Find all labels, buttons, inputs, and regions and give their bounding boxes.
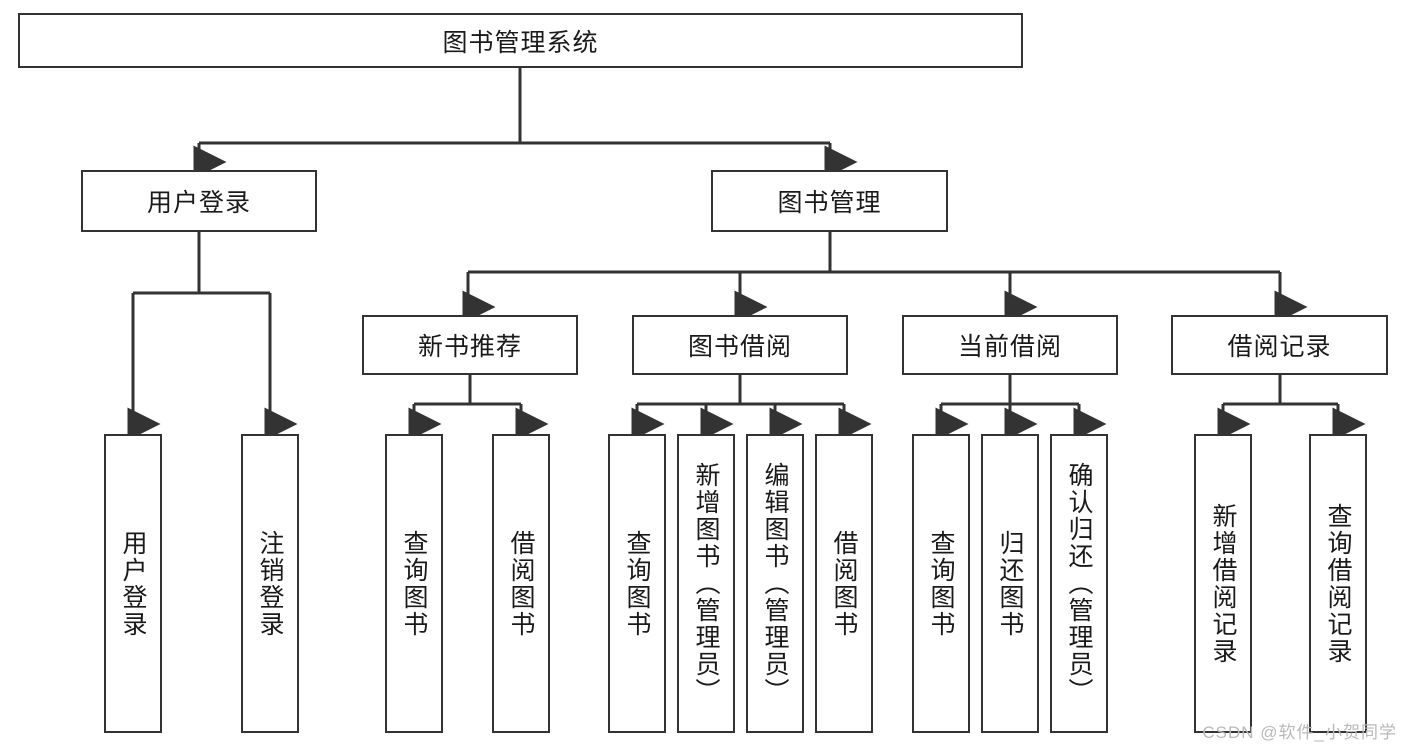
node-label: 查询图书 <box>623 529 651 638</box>
node-label: 查询图书 <box>400 529 428 638</box>
node-label: 新书推荐 <box>417 333 522 361</box>
node-label: 图书管理系统 <box>442 28 599 57</box>
node-label: 编辑图书（管理员） <box>761 462 789 705</box>
node-label: 图书借阅 <box>687 333 792 361</box>
node-leaf-query-book-current[interactable]: 查询图书 <box>912 434 970 733</box>
node-leaf-confirm-return-admin[interactable]: 确认归还（管理员） <box>1050 434 1108 733</box>
node-label: 新增借阅记录 <box>1209 502 1237 665</box>
node-user-login[interactable]: 用户登录 <box>81 170 317 232</box>
node-label: 查询图书 <box>927 529 955 638</box>
node-label: 借阅记录 <box>1227 333 1332 361</box>
node-new-book-recommend[interactable]: 新书推荐 <box>362 315 578 375</box>
node-label: 用户登录 <box>119 529 147 638</box>
node-label: 注销登录 <box>256 529 284 638</box>
node-leaf-borrow-book-recommend[interactable]: 借阅图书 <box>492 434 550 733</box>
node-leaf-return-book[interactable]: 归还图书 <box>981 434 1039 733</box>
node-leaf-logout[interactable]: 注销登录 <box>241 434 299 733</box>
node-label: 借阅图书 <box>830 529 858 638</box>
node-book-borrow[interactable]: 图书借阅 <box>632 315 848 375</box>
node-leaf-query-borrow-record[interactable]: 查询借阅记录 <box>1309 434 1367 733</box>
node-label: 借阅图书 <box>507 529 535 638</box>
node-label: 确认归还（管理员） <box>1065 462 1093 705</box>
node-leaf-user-login[interactable]: 用户登录 <box>104 434 162 733</box>
node-label: 新增图书（管理员） <box>692 462 720 705</box>
node-label: 用户登录 <box>146 189 251 217</box>
node-leaf-add-book-admin[interactable]: 新增图书（管理员） <box>677 434 735 733</box>
node-current-borrow[interactable]: 当前借阅 <box>902 315 1118 375</box>
node-label: 归还图书 <box>996 529 1024 638</box>
node-leaf-query-book-recommend[interactable]: 查询图书 <box>385 434 443 733</box>
node-leaf-edit-book-admin[interactable]: 编辑图书（管理员） <box>746 434 804 733</box>
node-label: 当前借阅 <box>957 333 1062 361</box>
node-borrow-record[interactable]: 借阅记录 <box>1171 315 1388 375</box>
watermark-text: CSDN @软件_小贺同学 <box>1202 723 1397 742</box>
node-leaf-query-book-borrow[interactable]: 查询图书 <box>608 434 666 733</box>
node-label: 查询借阅记录 <box>1324 502 1352 665</box>
node-book-management[interactable]: 图书管理 <box>711 170 948 232</box>
node-leaf-add-borrow-record[interactable]: 新增借阅记录 <box>1194 434 1252 733</box>
node-root-book-management-system[interactable]: 图书管理系统 <box>18 13 1023 68</box>
node-leaf-borrow-book[interactable]: 借阅图书 <box>815 434 873 733</box>
node-label: 图书管理 <box>777 189 882 217</box>
